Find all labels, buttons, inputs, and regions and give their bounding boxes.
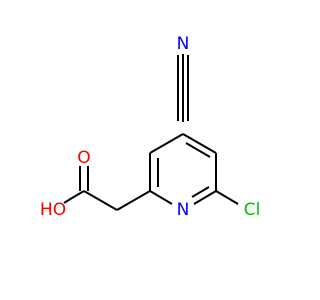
c-oh-bond bbox=[71, 190, 85, 199]
ring-bond-c2-n bbox=[149, 190, 173, 205]
c-oh-bond-red bbox=[63, 197, 73, 204]
c-cl-bond bbox=[215, 190, 239, 205]
structure-diagram: N O HO N Cl bbox=[40, 34, 261, 220]
nitrile-nitrogen-label: N bbox=[177, 34, 190, 54]
ring-bond-c4-c5-inner bbox=[185, 142, 211, 158]
carbonyl-oxygen-label: O bbox=[77, 148, 90, 168]
chlorine-label: Cl bbox=[244, 200, 261, 220]
ring-bond-c4-c5 bbox=[182, 133, 217, 154]
ring-nitrogen-label: N bbox=[177, 200, 190, 220]
ch2-cooh-bond bbox=[83, 190, 118, 211]
ring-bond-c4-c3 bbox=[149, 133, 184, 154]
nitrile-triple-bond bbox=[177, 54, 189, 122]
hydroxyl-label: HO bbox=[40, 200, 66, 220]
molecule-canvas: N O HO N Cl bbox=[40, 34, 261, 220]
ring-ch2-bond bbox=[116, 190, 151, 211]
acetic-acid-chain bbox=[63, 166, 151, 211]
ring-bond-c6-n-inner bbox=[191, 186, 210, 198]
ring-bond-c6-n bbox=[193, 190, 217, 205]
pyridine-ring bbox=[149, 133, 217, 205]
